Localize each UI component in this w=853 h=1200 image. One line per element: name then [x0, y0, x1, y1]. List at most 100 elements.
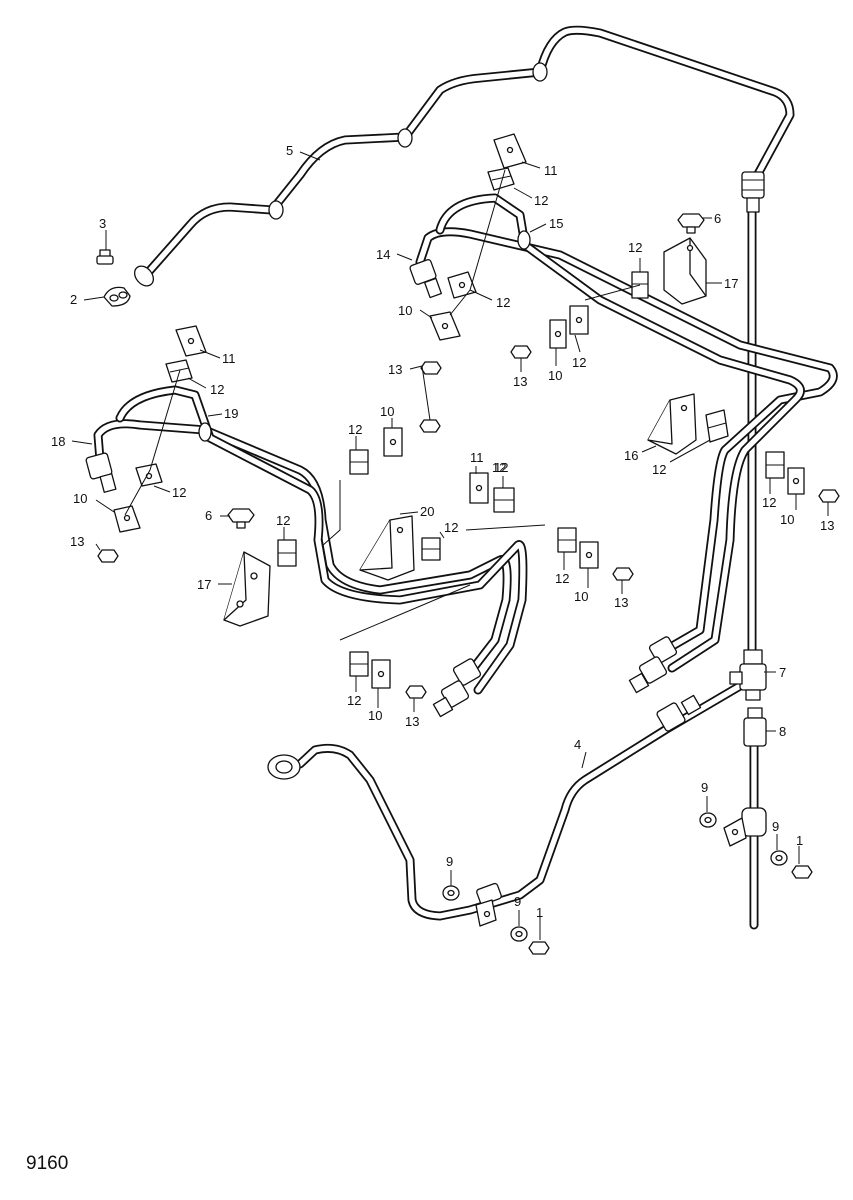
- callout: 13: [405, 714, 419, 729]
- pipe-5-upper-nut: [741, 171, 765, 199]
- callout: 12: [210, 382, 224, 397]
- callout: 20: [420, 504, 434, 519]
- plate-10-b: [549, 319, 567, 349]
- callout: 12: [762, 495, 776, 510]
- plate-10-e: [787, 467, 805, 495]
- clamp-12-m: [349, 651, 369, 677]
- clamp-12-n: [569, 305, 589, 335]
- clamp-12-g: [493, 487, 515, 513]
- pipes: [93, 25, 838, 930]
- callout: 13: [70, 534, 84, 549]
- pipe-5-end-nut: [133, 265, 155, 287]
- pump-fitting-right-thread: [628, 672, 650, 694]
- pipe-5-upper-thread: [746, 197, 760, 213]
- nut-13-f: [818, 489, 840, 503]
- callout: 3: [99, 216, 106, 231]
- plate-11-upper: [493, 133, 527, 169]
- figure-number: 9160: [26, 1153, 69, 1174]
- guide-line-4: [584, 284, 641, 301]
- bolt-3: [96, 249, 114, 265]
- nut-6-left: [227, 508, 255, 529]
- callout: 10: [73, 491, 87, 506]
- clamp-12-l: [557, 527, 577, 553]
- plate-10-a: [429, 311, 461, 341]
- nut-13-b: [419, 419, 441, 433]
- callout: 12: [444, 520, 458, 535]
- callout: 2: [70, 292, 77, 307]
- nut-13-c: [510, 345, 532, 359]
- nut-13-a: [420, 361, 442, 375]
- callout: 18: [51, 434, 65, 449]
- pipe-injection-left: [93, 385, 528, 695]
- washer-9-d: [770, 850, 788, 866]
- callout: 12: [276, 513, 290, 528]
- pipe-injection-upper: [415, 193, 838, 673]
- guide-line-6: [124, 369, 181, 516]
- callout: 9: [772, 819, 779, 834]
- callout: 12: [348, 422, 362, 437]
- callout: 13: [513, 374, 527, 389]
- callout: 14: [376, 247, 390, 262]
- callout: 9: [446, 854, 453, 869]
- bracket-17-upper: [663, 237, 707, 305]
- pump-fitting-center-thread: [432, 696, 454, 718]
- guide-line-2: [465, 524, 546, 531]
- banjo-hole: [275, 760, 293, 774]
- connector-8-nut: [743, 717, 767, 747]
- pipe-4-inline-thread: [680, 694, 702, 716]
- callout: 9: [701, 780, 708, 795]
- leader-lines: [71, 151, 829, 940]
- callout: 7: [779, 665, 786, 680]
- clamp-12-d: [165, 359, 193, 383]
- callout: 12: [172, 485, 186, 500]
- callout: 19: [224, 406, 238, 421]
- plate-11-left: [175, 325, 207, 357]
- pipe-5-return-line: [140, 25, 795, 281]
- callout: 13: [614, 595, 628, 610]
- callout: 10: [574, 589, 588, 604]
- fitting-14-thread: [423, 277, 443, 299]
- plate-10-g: [371, 659, 391, 689]
- clamp-12-j: [421, 537, 441, 561]
- pipe-4-feed-line: [295, 681, 745, 921]
- connector-8: [743, 707, 767, 747]
- pipe-5-joint-1: [268, 200, 284, 220]
- fitting-15-clamp: [517, 230, 531, 250]
- callout: 10: [368, 708, 382, 723]
- clip-2: [103, 286, 131, 307]
- fittings: [85, 62, 767, 927]
- callout: 17: [197, 577, 211, 592]
- callout: 5: [286, 143, 293, 158]
- tee-bottom-port: [745, 689, 761, 701]
- guide-line-3: [339, 584, 471, 641]
- clamp-12-f: [349, 449, 369, 475]
- callout: 12: [347, 693, 361, 708]
- clamp-12-k: [277, 539, 297, 567]
- callout: 12: [496, 295, 510, 310]
- tee-top-nut: [743, 649, 763, 665]
- clamp-12-a: [487, 167, 515, 191]
- nut-13-e: [612, 567, 634, 581]
- tee-side-port: [729, 671, 743, 685]
- clamp-12-h: [705, 409, 729, 443]
- washer-9-a: [442, 885, 460, 901]
- plate-10-f: [579, 541, 599, 569]
- callout: 10: [380, 404, 394, 419]
- washer-9-c: [699, 812, 717, 828]
- washer-9-b: [510, 926, 528, 942]
- callout: 10: [548, 368, 562, 383]
- callout: 11: [544, 163, 558, 178]
- callout: 11: [222, 351, 236, 366]
- callout: 12: [492, 460, 506, 475]
- fitting-18-thread: [99, 473, 117, 493]
- clamp-12-i: [765, 451, 785, 479]
- brackets: [113, 133, 805, 689]
- bracket-16: [647, 393, 697, 455]
- pipe-4-inline-nut: [656, 702, 686, 732]
- callout: 4: [574, 737, 581, 752]
- nut-1-right: [791, 865, 813, 879]
- callout: 1: [536, 905, 543, 920]
- bracket-20: [359, 515, 415, 581]
- plate-10-d: [113, 505, 141, 533]
